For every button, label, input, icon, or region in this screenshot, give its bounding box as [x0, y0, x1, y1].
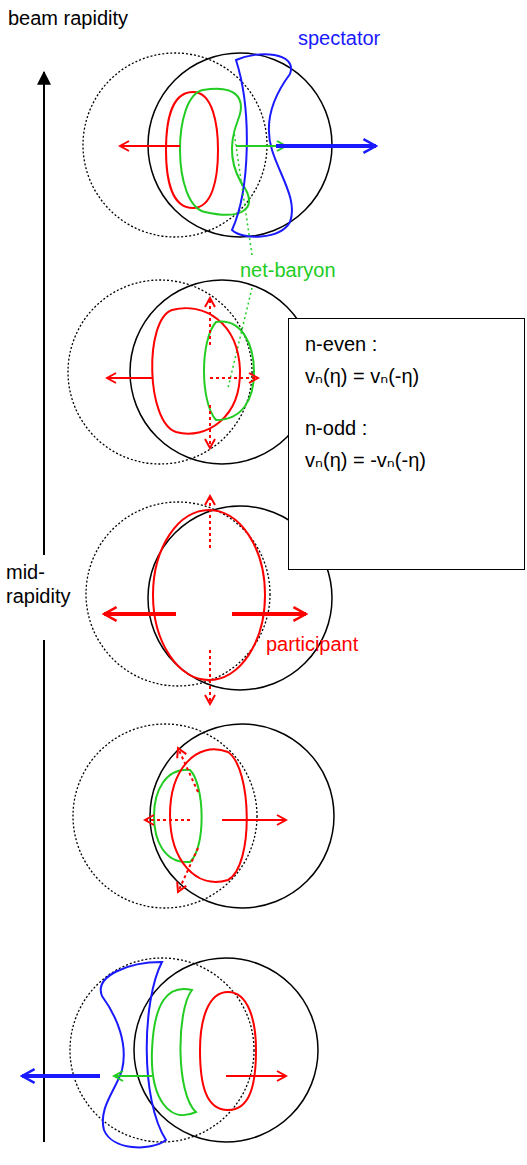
condition-heading: n-even : — [305, 331, 510, 357]
symmetry-formula: vₙ(η) = vₙ(-η) — [305, 363, 510, 389]
nucleus — [134, 958, 318, 1142]
symmetry-formula: vₙ(η) = -vₙ(-η) — [305, 447, 510, 473]
row-5 — [22, 958, 318, 1147]
flow-arrow — [145, 819, 190, 821]
flow-arrow — [178, 748, 198, 792]
flow-arrow — [22, 1074, 100, 1078]
nucleus-dotted — [70, 958, 254, 1142]
participant-shape — [166, 92, 218, 208]
flow-arrow — [114, 1075, 152, 1077]
nucleus-dotted — [68, 280, 252, 464]
net-baryon-shape — [180, 89, 249, 215]
leader-line — [234, 132, 252, 255]
spectator-shape — [101, 962, 166, 1147]
flow-arrow — [276, 144, 376, 148]
nucleus — [150, 724, 334, 908]
flow-arrow — [210, 377, 258, 379]
flow-arrow — [107, 377, 152, 379]
axis-label: beam rapidity — [8, 6, 128, 30]
flow-arrow — [104, 612, 176, 616]
flow-arrow — [209, 496, 211, 548]
spectator-label: spectator — [298, 26, 380, 50]
flow-arrow — [222, 819, 286, 821]
nucleus — [130, 280, 314, 464]
nucleus-dotted — [73, 724, 257, 908]
flow-arrow — [209, 405, 211, 448]
flow-arrow — [120, 145, 180, 147]
participant-shape — [152, 308, 240, 433]
flow-arrow — [209, 650, 211, 704]
row-2 — [68, 280, 314, 464]
condition-heading: n-odd : — [305, 415, 510, 441]
flow-arrow — [209, 298, 211, 345]
row-4 — [73, 724, 334, 908]
participant-shape — [200, 992, 256, 1110]
flow-arrow — [232, 612, 306, 616]
flow-arrow — [226, 1075, 286, 1077]
flow-arrow — [178, 848, 198, 892]
net-baryon-shape — [204, 322, 254, 420]
axis-line — [43, 72, 45, 555]
axis-label: mid- rapidity — [6, 560, 70, 608]
text-box: n-even : vₙ(η) = vₙ(-η) n-odd : vₙ(η) = -vₙ… — [288, 318, 525, 570]
participant-shape — [170, 749, 247, 882]
net-baryon-label: net-baryon — [240, 258, 336, 282]
participant-label: participant — [266, 632, 358, 656]
axis-line — [43, 640, 45, 1142]
net-baryon-shape — [154, 770, 202, 862]
row-1 — [83, 53, 376, 237]
net-baryon-shape — [152, 989, 196, 1115]
